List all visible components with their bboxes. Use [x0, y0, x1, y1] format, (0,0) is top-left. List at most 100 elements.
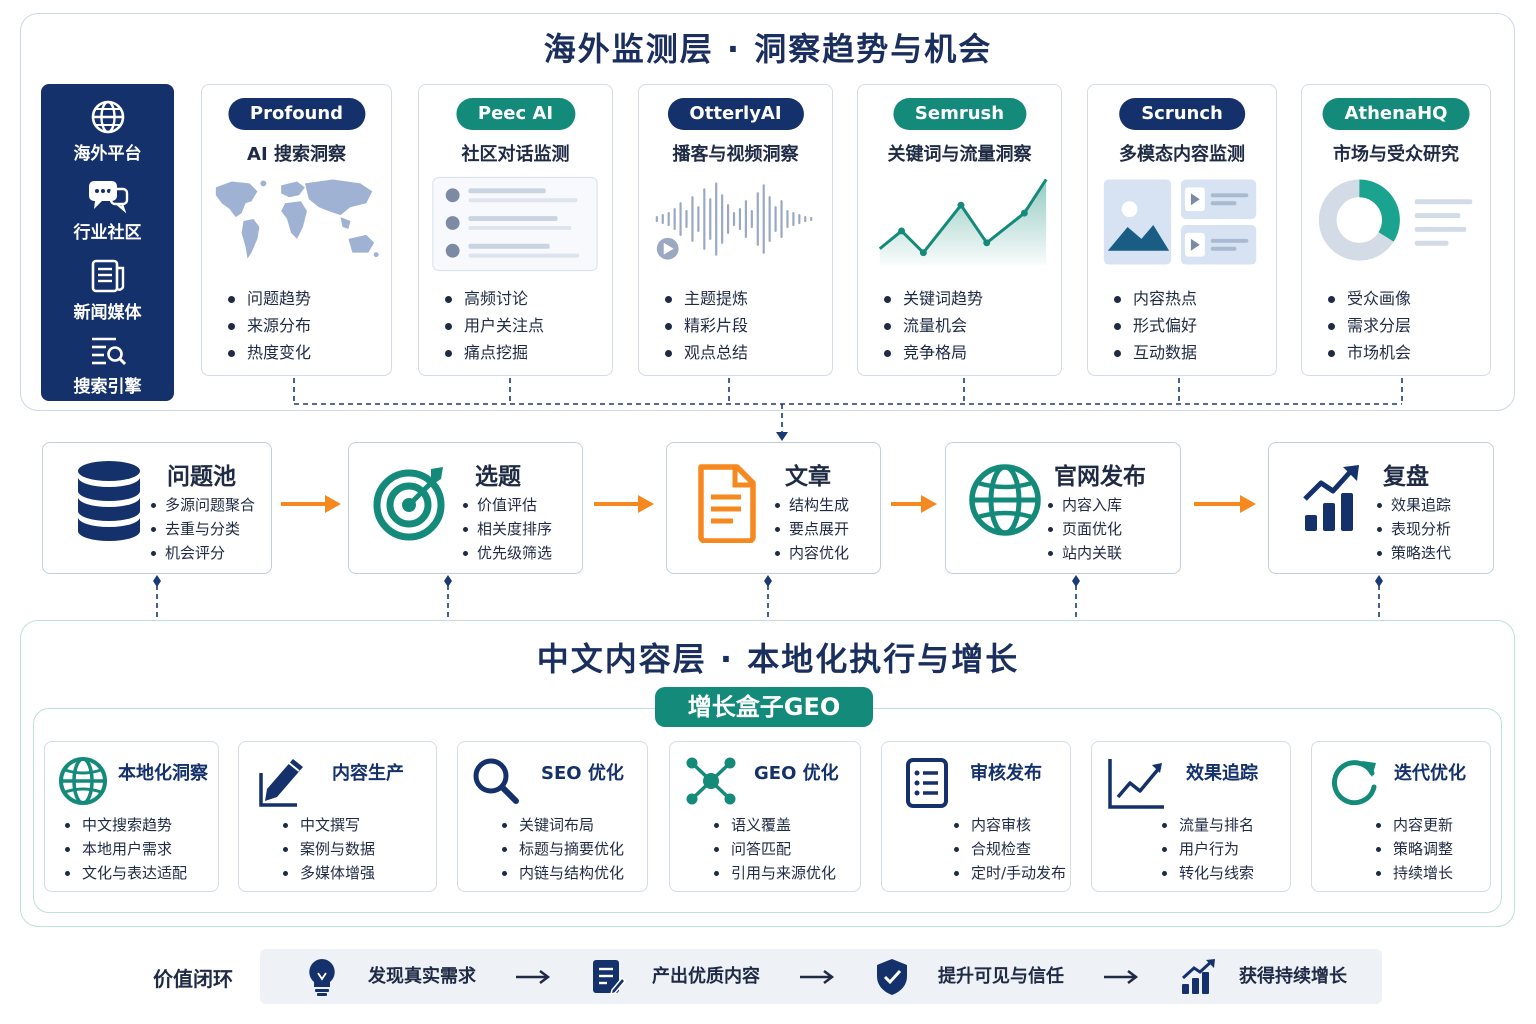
chinese-layer-title: 中文内容层 · 本地化执行与增长 — [536, 640, 1020, 678]
bullet-item: 合规检查 — [954, 837, 1066, 861]
platform-item-news: 新闻媒体 — [41, 258, 174, 323]
bullet-item: 用户关注点 — [445, 312, 544, 339]
bullet-item: 需求分层 — [1328, 312, 1411, 339]
bullet-item: 引用与来源优化 — [714, 861, 836, 885]
bullet-item: 内链与结构优化 — [502, 861, 624, 885]
globe-icon — [91, 100, 124, 134]
bullet-item: 站内关联 — [1048, 541, 1122, 565]
bullet-item: 热度变化 — [228, 339, 311, 366]
tool-card-semrush: Semrush 关键词与流量洞察 关键词趋势 流量机会 竞争格局 — [857, 84, 1062, 376]
database-icon — [78, 461, 140, 541]
bullet-item: 表现分析 — [1377, 517, 1451, 541]
bullet-item: 要点展开 — [775, 517, 849, 541]
value-loop-label: 价值闭环 — [153, 967, 233, 991]
arrow-right-icon — [281, 495, 341, 513]
pencil-edit-icon — [259, 759, 303, 807]
value-step-label: 获得持续增长 — [1239, 966, 1347, 987]
bullet-item: 问答匹配 — [714, 837, 836, 861]
tool-card-peec-ai: Peec AI 社区对话监测 高频讨论 用户关注点 痛点挖掘 — [418, 84, 613, 376]
stage-website-publish: 官网发布 内容入库 页面优化 站内关联 — [945, 442, 1181, 574]
arrow-right-icon — [516, 970, 551, 984]
exec-card-bullets: 语义覆盖 问答匹配 引用与来源优化 — [714, 813, 836, 885]
target-icon — [373, 467, 445, 541]
arrow-right-icon — [800, 970, 835, 984]
tool-bullets: 高频讨论 用户关注点 痛点挖掘 — [445, 285, 544, 366]
tool-bullets: 关键词趋势 流量机会 竞争格局 — [884, 285, 983, 366]
bullet-item: 关键词趋势 — [884, 285, 983, 312]
bullet-item: 效果追踪 — [1377, 493, 1451, 517]
bullet-item: 来源分布 — [228, 312, 311, 339]
exec-card-bullets: 中文撰写 案例与数据 多媒体增强 — [283, 813, 375, 885]
stage-question-pool: 问题池 多源问题聚合 去重与分类 机会评分 — [42, 442, 272, 574]
exec-card-title: 效果追踪 — [1186, 763, 1258, 784]
bullet-item: 精彩片段 — [665, 312, 748, 339]
tool-badge: AthenaHQ — [1322, 98, 1470, 130]
exec-card-bullets: 内容审核 合规检查 定时/手动发布 — [954, 813, 1066, 885]
exec-card-title: 审核发布 — [970, 763, 1042, 784]
bullet-item: 去重与分类 — [151, 517, 255, 541]
arrow-right-icon — [1194, 495, 1256, 513]
lightbulb-icon — [309, 959, 335, 996]
exec-card-geo: GEO 优化 语义覆盖 问答匹配 引用与来源优化 — [669, 741, 861, 892]
tool-bullets: 内容热点 形式偏好 互动数据 — [1114, 285, 1197, 366]
tool-badge: OtterlyAI — [667, 98, 804, 130]
value-step-label: 发现真实需求 — [368, 966, 476, 987]
stage-title: 文章 — [785, 464, 831, 490]
tool-subtitle: 多模态内容监测 — [1119, 144, 1245, 165]
bullet-item: 中文撰写 — [283, 813, 375, 837]
exec-card-bullets: 流量与排名 用户行为 转化与线索 — [1162, 813, 1254, 885]
exec-card-bullets: 中文搜索趋势 本地用户需求 文化与表达适配 — [65, 813, 187, 885]
bullet-item: 机会评分 — [151, 541, 255, 565]
checklist-icon — [906, 758, 948, 808]
exec-card-review-publish: 审核发布 内容审核 合规检查 定时/手动发布 — [881, 741, 1071, 892]
bullet-item: 内容热点 — [1114, 285, 1197, 312]
tool-card-profound: Profound AI 搜索洞察 问题趋势 来源分布 热度变化 — [201, 84, 392, 376]
bullet-item: 优先级筛选 — [463, 541, 552, 565]
overseas-layer-title: 海外监测层 · 洞察趋势与机会 — [543, 30, 993, 68]
bullet-item: 语义覆盖 — [714, 813, 836, 837]
bullet-item: 案例与数据 — [283, 837, 375, 861]
stage-bullets: 价值评估 相关度排序 优先级筛选 — [463, 493, 552, 565]
arrow-right-icon — [891, 495, 937, 513]
arrow-right-icon — [1104, 970, 1139, 984]
geo-brand-badge: 增长盒子GEO — [655, 687, 873, 727]
bullet-item: 中文搜索趋势 — [65, 813, 187, 837]
bullet-item: 内容优化 — [775, 541, 849, 565]
globe-icon — [59, 757, 107, 805]
tool-bullets: 受众画像 需求分层 市场机会 — [1328, 285, 1411, 366]
stage-review: 复盘 效果追踪 表现分析 策略迭代 — [1268, 442, 1494, 574]
document-edit-icon — [593, 960, 626, 996]
exec-card-iteration: 迭代优化 内容更新 策略调整 持续增长 — [1311, 741, 1491, 892]
document-icon — [698, 464, 756, 543]
bullet-item: 定时/手动发布 — [954, 861, 1066, 885]
value-loop-bar: 发现真实需求 产出优质内容 提升可见与信任 获得持续增长 — [260, 949, 1382, 1004]
network-nodes-icon — [686, 757, 736, 805]
exec-card-title: 内容生产 — [332, 763, 404, 784]
arrow-right-icon — [594, 495, 654, 513]
bullet-item: 用户行为 — [1162, 837, 1254, 861]
platform-item-search: 搜索引擎 — [41, 334, 174, 397]
exec-card-title: 迭代优化 — [1394, 763, 1466, 784]
exec-card-title: SEO 优化 — [541, 763, 624, 784]
donut-chart-icon — [1318, 179, 1473, 261]
exec-card-seo: SEO 优化 关键词布局 标题与摘要优化 内链与结构优化 — [457, 741, 648, 892]
refresh-cycle-icon — [1332, 760, 1377, 806]
stage-bullets: 结构生成 要点展开 内容优化 — [775, 493, 849, 565]
exec-card-localization: 本地化洞察 中文搜索趋势 本地用户需求 文化与表达适配 — [44, 741, 219, 892]
search-list-icon — [91, 337, 126, 366]
audio-waveform-icon — [655, 182, 813, 260]
bullet-item: 高频讨论 — [445, 285, 544, 312]
platform-label: 新闻媒体 — [73, 303, 142, 323]
platform-item-community: 行业社区 — [41, 178, 174, 243]
bullet-item: 结构生成 — [775, 493, 849, 517]
platform-label: 行业社区 — [73, 223, 142, 243]
bullet-item: 多媒体增强 — [283, 861, 375, 885]
bullet-item: 文化与表达适配 — [65, 861, 187, 885]
bullet-item: 观点总结 — [665, 339, 748, 366]
bullet-item: 问题趋势 — [228, 285, 311, 312]
bullet-item: 竞争格局 — [884, 339, 983, 366]
bullet-item: 内容入库 — [1048, 493, 1122, 517]
bullet-item: 流量与排名 — [1162, 813, 1254, 837]
newspaper-icon — [91, 259, 124, 293]
